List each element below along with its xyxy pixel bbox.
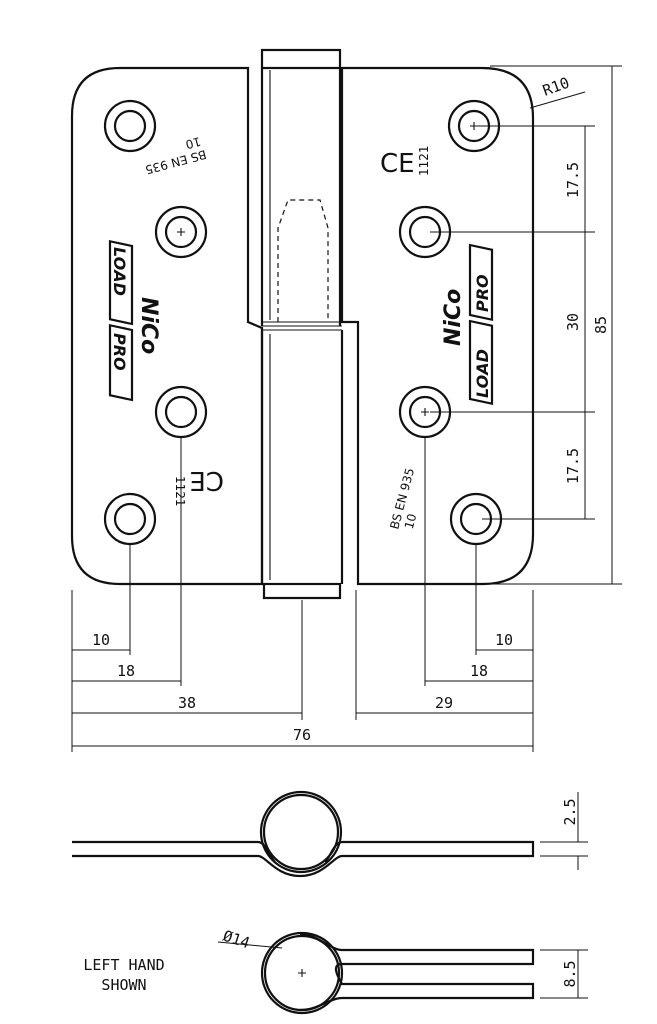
notified-body-number: 1121 bbox=[173, 476, 187, 507]
ce-mark: CE bbox=[380, 149, 415, 179]
logo-brand: NiCo bbox=[441, 289, 466, 346]
pin-hidden-outline bbox=[277, 199, 329, 322]
dim-diameter: Ø14 bbox=[221, 927, 252, 952]
dim-76: 76 bbox=[293, 726, 311, 744]
logo-load: LOAD bbox=[110, 247, 129, 296]
notified-body-number: 1121 bbox=[417, 145, 431, 176]
ce-mark-left-bottom: CE 1121 bbox=[173, 465, 224, 507]
hinge-front-view: BS EN 935 10 CE 1121 CE 1121 BS EN 935 1… bbox=[70, 48, 535, 600]
markings-right-bottom: BS EN 935 10 bbox=[387, 467, 419, 531]
dimension-lines bbox=[71, 65, 622, 752]
dim-30: 30 bbox=[564, 313, 582, 331]
screw-holes bbox=[103, 99, 503, 546]
left-leaf-outline bbox=[70, 66, 264, 586]
note-line-1: LEFT HAND bbox=[83, 956, 164, 974]
logo-pro: PRO bbox=[110, 333, 129, 371]
screw-hole bbox=[103, 99, 157, 153]
right-leaf-outline bbox=[340, 66, 535, 586]
dim-17-5-bottom: 17.5 bbox=[564, 448, 582, 484]
ce-mark-right-top: CE 1121 bbox=[380, 145, 431, 179]
dim-17-5-top: 17.5 bbox=[564, 162, 582, 198]
marking-bs: BS bbox=[189, 147, 208, 165]
screw-hole bbox=[154, 385, 208, 439]
ce-mark: CE bbox=[189, 465, 224, 495]
dim-18-right: 18 bbox=[470, 662, 488, 680]
dim-gap: 8.5 bbox=[561, 960, 579, 987]
dim-10-right: 10 bbox=[495, 631, 513, 649]
svg-text:10: 10 bbox=[402, 512, 419, 530]
dim-18-left: 18 bbox=[117, 662, 135, 680]
svg-text:BS EN 935: BS EN 935 bbox=[144, 147, 208, 177]
hinge-open-section: 2.5 bbox=[72, 790, 588, 878]
dim-29: 29 bbox=[435, 694, 453, 712]
logo-brand: NiCo bbox=[136, 297, 161, 354]
dim-radius: R10 bbox=[540, 74, 572, 100]
screw-hole bbox=[154, 205, 208, 259]
logo-load: LOAD bbox=[473, 349, 492, 398]
nico-logo-left: NiCo LOAD PRO bbox=[108, 239, 161, 402]
dim-38: 38 bbox=[178, 694, 196, 712]
dim-thickness: 2.5 bbox=[561, 798, 579, 825]
marking-en: EN 935 bbox=[144, 152, 189, 177]
hinge-closed-section: Ø14 8.5 bbox=[217, 927, 588, 1015]
logo-pro: PRO bbox=[473, 274, 492, 312]
marking-grade: 10 bbox=[184, 134, 202, 151]
hinge-knuckle bbox=[260, 48, 344, 600]
screw-hole bbox=[103, 492, 157, 546]
dim-85: 85 bbox=[592, 316, 610, 334]
note-line-2: SHOWN bbox=[101, 976, 146, 994]
svg-text:BS EN 935: BS EN 935 bbox=[387, 467, 417, 531]
dim-10-left: 10 bbox=[92, 631, 110, 649]
nico-logo-right: NiCo LOAD PRO bbox=[441, 243, 494, 406]
